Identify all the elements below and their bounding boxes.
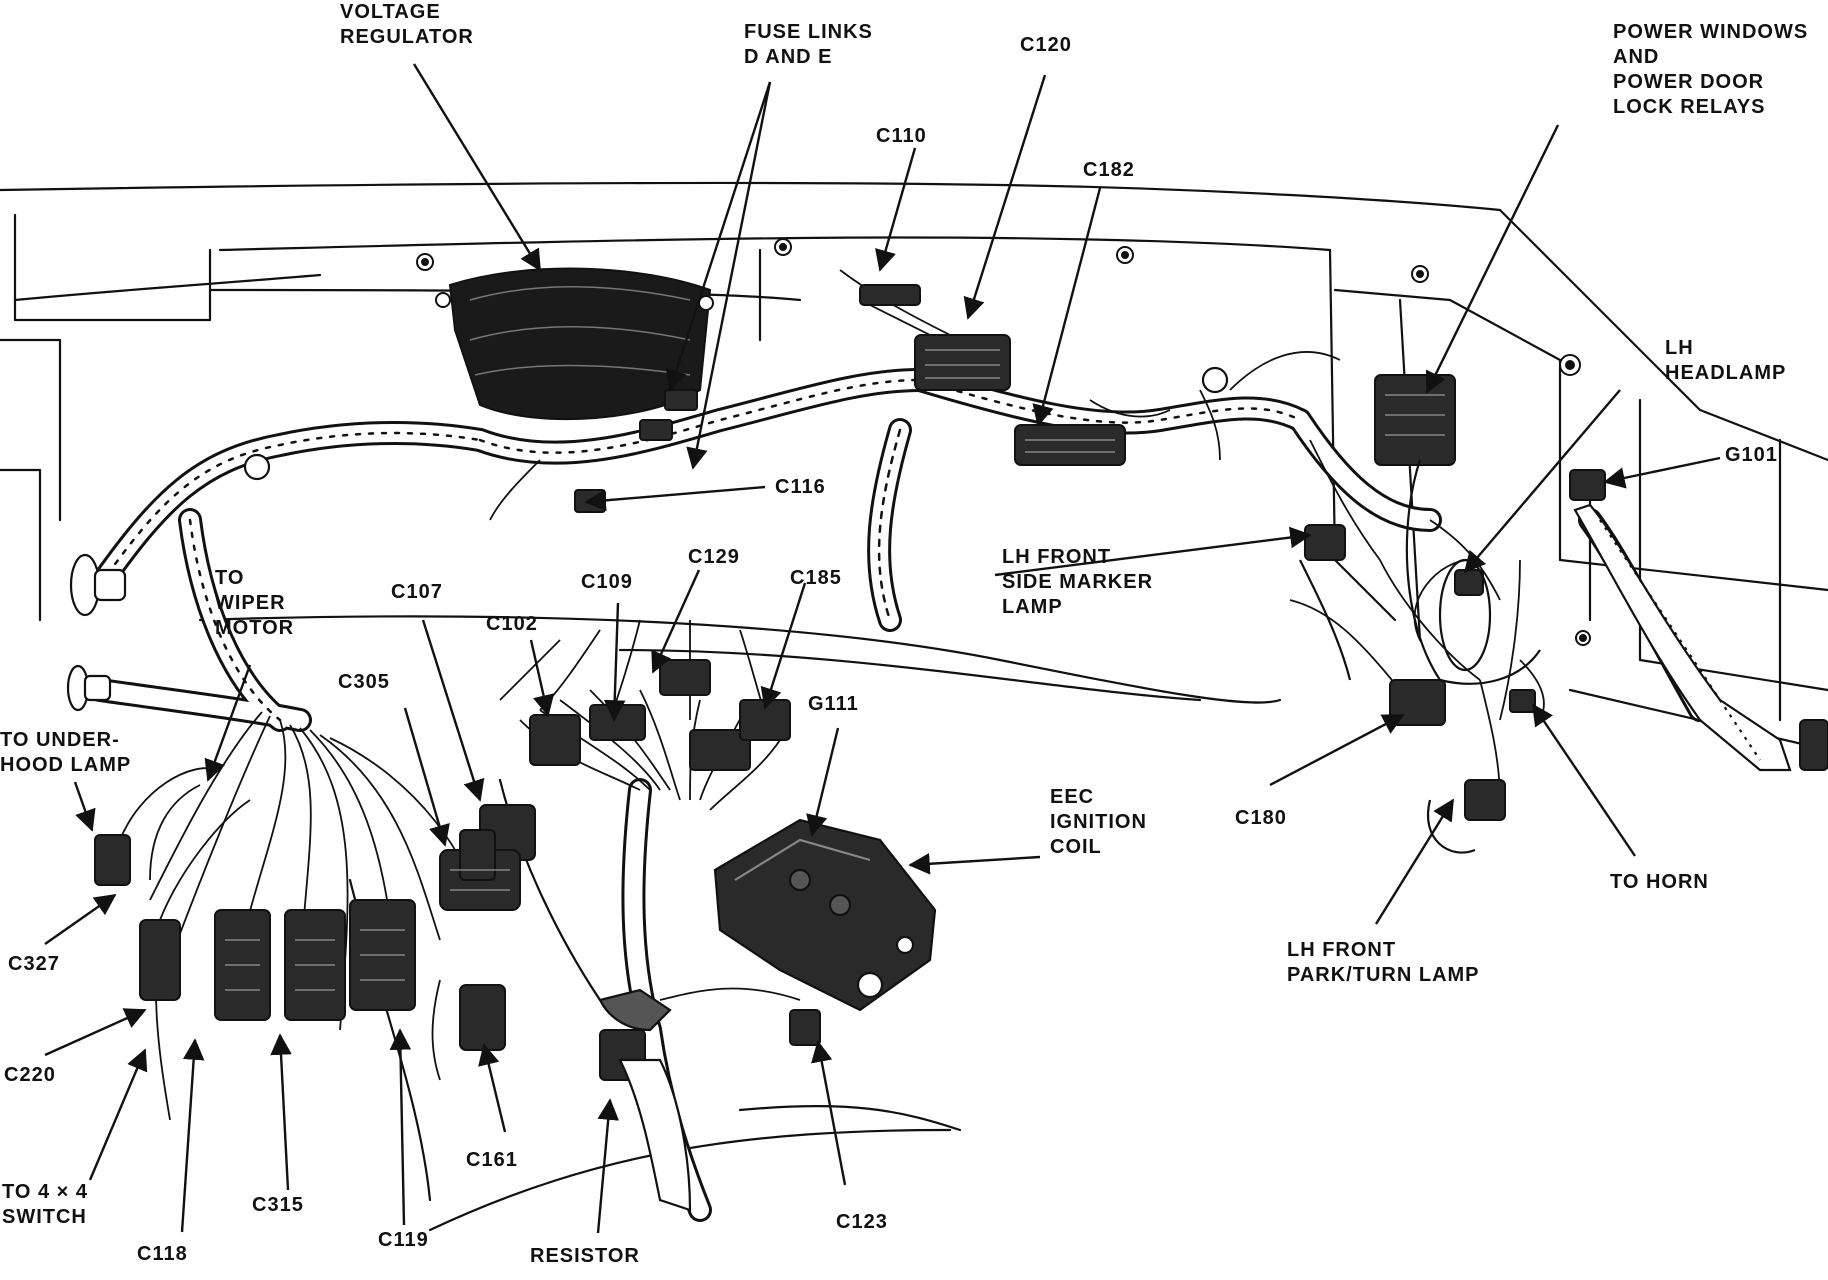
grommets (66, 366, 1229, 712)
label-c123: C123 (836, 1211, 888, 1233)
label-c110: C110 (876, 125, 927, 147)
body-structure (0, 181, 1828, 1232)
label-to-horn: TO HORN (1610, 871, 1709, 893)
label-lh-front-side-marker-lamp: LH FRONT SIDE MARKER LAMP (1002, 546, 1154, 618)
label-power-windows-relays: POWER WINDOWS AND POWER DOOR LOCK RELAYS (1613, 21, 1809, 118)
leader-arrows (44, 63, 1721, 1234)
label-c107: C107 (391, 581, 443, 603)
label-c109: C109 (581, 571, 633, 593)
label-fuse-links: FUSE LINKS D AND E (744, 21, 873, 68)
label-c220: C220 (4, 1064, 56, 1086)
label-lh-headlamp: LH HEADLAMP (1665, 337, 1787, 384)
label-c120: C120 (1020, 34, 1072, 56)
label-c305: C305 (338, 671, 390, 693)
eec-ignition-coil-body (713, 818, 937, 1012)
label-to-4x4-switch: TO 4 × 4 SWITCH (2, 1181, 89, 1228)
resistor-body (598, 988, 692, 1212)
label-c161: C161 (466, 1149, 518, 1171)
lamp-outlines (1299, 459, 1541, 854)
label-g111: G111 (808, 693, 859, 715)
harness-bundles (88, 368, 1712, 1222)
label-to-underhood-lamp: TO UNDER- HOOD LAMP (0, 729, 132, 776)
connector-ribs (225, 349, 1445, 991)
label-voltage-regulator: VOLTAGE REGULATOR (340, 1, 474, 48)
label-c185: C185 (790, 567, 842, 589)
label-c102: C102 (486, 613, 538, 635)
ground-strap (1573, 503, 1792, 772)
label-c327: C327 (8, 953, 60, 975)
label-c182: C182 (1083, 159, 1135, 181)
label-c116: C116 (775, 476, 826, 498)
label-c119: C119 (378, 1229, 429, 1251)
voltage-regulator-body (435, 267, 714, 421)
label-resistor: RESISTOR (530, 1245, 640, 1267)
label-c118: C118 (137, 1243, 188, 1265)
label-c180: C180 (1235, 807, 1287, 829)
label-c315: C315 (252, 1194, 304, 1216)
label-g101: G101 (1725, 444, 1778, 466)
label-lh-front-park-turn-lamp: LH FRONT PARK/TURN LAMP (1287, 939, 1480, 986)
bolts (416, 238, 1591, 646)
label-c129: C129 (688, 546, 740, 568)
label-eec-ignition-coil: EEC IGNITION COIL (1050, 786, 1147, 858)
label-to-wiper-motor: TO WIPER MOTOR (215, 567, 295, 639)
